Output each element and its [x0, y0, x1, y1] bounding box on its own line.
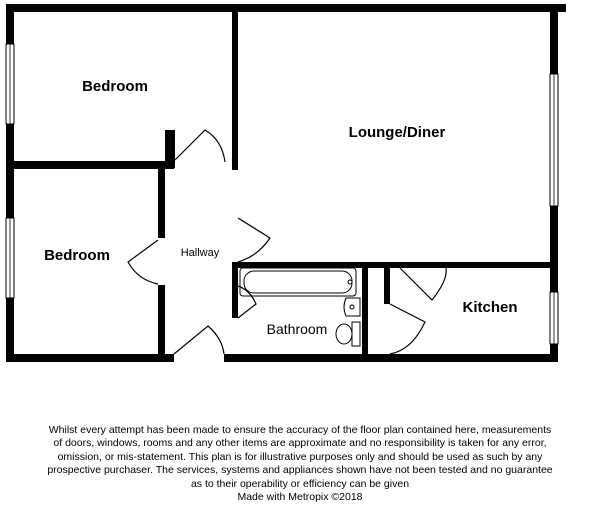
wall-left-lower — [6, 298, 14, 362]
disclaimer-text: Whilst every attempt has been made to en… — [0, 424, 600, 504]
door-bedroom-top — [174, 129, 226, 163]
door-front — [173, 325, 225, 355]
room-label-lounge: Lounge/Diner — [349, 124, 446, 141]
wall-hall-right — [158, 168, 165, 238]
door-bedroom-left — [127, 239, 159, 285]
wall-bottom-right — [224, 354, 558, 362]
walls — [6, 4, 566, 362]
room-label-hallway: Hallway — [181, 247, 220, 259]
wall-hall-top — [165, 130, 175, 168]
door-lounge — [237, 217, 271, 263]
door-kitchen-lower — [389, 303, 426, 355]
disclaimer-line: Whilst every attempt has been made to en… — [48, 424, 552, 436]
disclaimer-line: omission, or mis-statement. This plan is… — [57, 450, 543, 463]
room-label-bedroom-top: Bedroom — [82, 78, 148, 95]
bathroom-fixtures — [239, 267, 361, 347]
wall-hall-right-lower — [158, 285, 165, 362]
bath-tub — [239, 267, 357, 297]
room-label-bathroom: Bathroom — [267, 321, 328, 337]
toilet-bowl — [335, 323, 353, 345]
wall-top — [6, 4, 566, 12]
room-label-bedroom-left: Bedroom — [44, 247, 110, 264]
floor-plan: Bedroom Bedroom Hallway Lounge/Diner Bat… — [5, 4, 566, 362]
wall-kitchen-left — [384, 262, 390, 304]
disclaimer-line: of doors, windows, rooms and any other i… — [53, 437, 547, 450]
wall-bottom-left — [6, 354, 174, 362]
door-kitchen — [399, 267, 447, 301]
credit-line: Made with Metropix ©2018 — [237, 491, 363, 504]
wall-bath-right — [362, 262, 368, 354]
toilet-cistern — [351, 321, 361, 347]
basin — [343, 297, 361, 317]
wall-bath-top — [232, 262, 550, 268]
wall-right-lower — [550, 344, 558, 362]
wall-divider-bedrooms — [6, 161, 174, 169]
windows — [5, 43, 559, 345]
wall-left-mid — [6, 124, 14, 218]
wall-left-upper — [6, 4, 14, 44]
wall-bath-left — [232, 262, 238, 318]
wall-lounge-left-upper — [232, 4, 238, 170]
wall-right-upper — [550, 4, 558, 74]
room-label-kitchen: Kitchen — [462, 299, 517, 316]
disclaimer-line: as to their operability or efficiency ca… — [190, 477, 410, 490]
wall-right-mid — [550, 206, 558, 292]
disclaimer-line: prospective purchaser. The services, sys… — [47, 464, 553, 477]
